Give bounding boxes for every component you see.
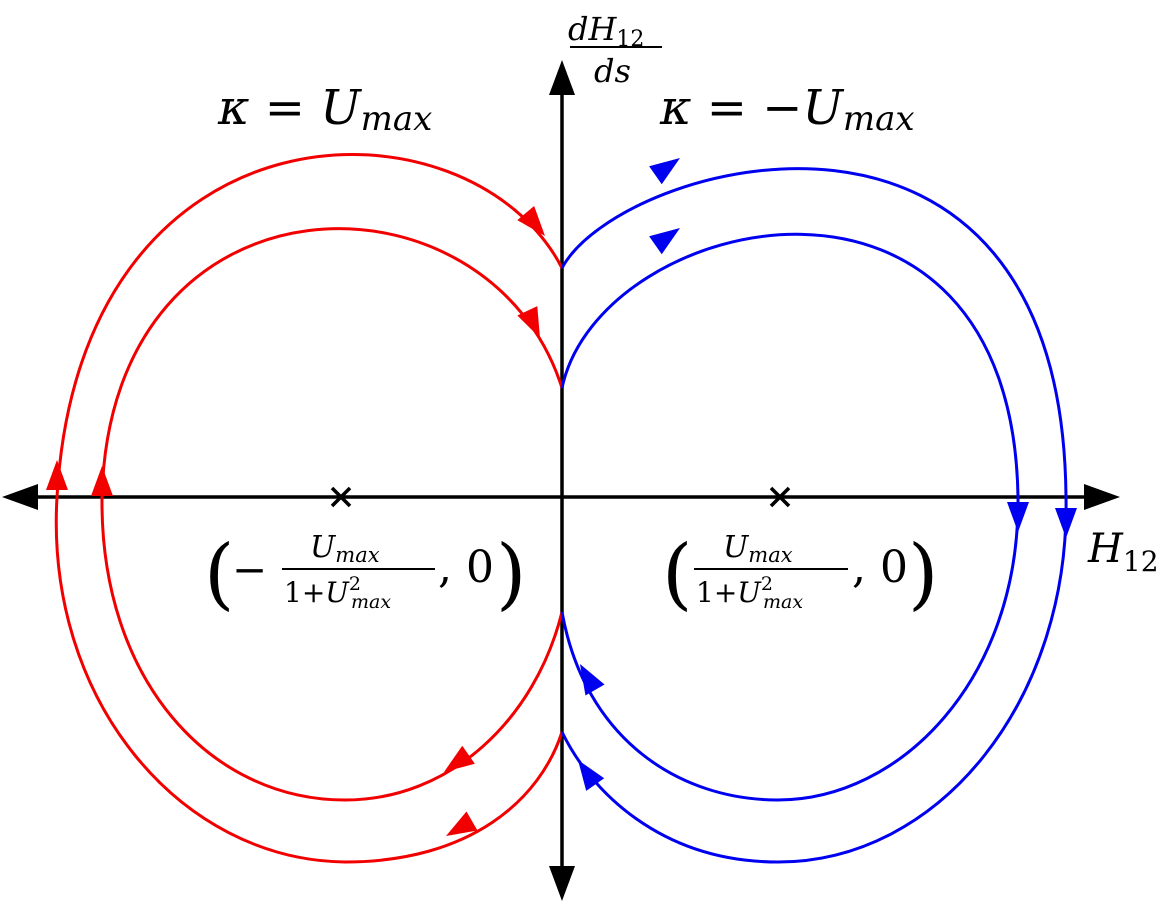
left-inner-arrow-top	[517, 306, 540, 338]
svg-text:ds: ds	[594, 52, 631, 90]
left-inner-trajectory	[100, 227, 564, 802]
left-critical-point-marker	[330, 486, 352, 508]
right-inner-trajectory	[560, 232, 1020, 802]
left-inner-arrow-axis	[91, 466, 113, 496]
x-axis-label: H12	[1087, 526, 1159, 578]
y-axis-arrow-up	[549, 60, 575, 95]
left-outer-trajectory	[54, 153, 564, 864]
right-outer-trajectory	[560, 167, 1068, 864]
right-critical-point-marker	[769, 486, 791, 508]
y-axis-arrow-down	[549, 866, 575, 901]
right-outer-arrow-top	[649, 158, 680, 185]
svg-text:dH12: dH12	[568, 10, 644, 52]
svg-text:, 0: , 0	[438, 542, 494, 593]
left-outer-arrow-top	[517, 205, 545, 236]
right-outer-arrow-axis	[1055, 508, 1077, 538]
left-family-label: κ = Umax	[217, 80, 432, 139]
svg-text:Umax: Umax	[723, 530, 793, 567]
svg-text:): )	[496, 529, 526, 619]
svg-text:, 0: , 0	[852, 542, 908, 593]
left-inner-arrow-bottom	[444, 745, 475, 772]
y-axis-label: dH12 ds	[568, 10, 662, 90]
right-inner-arrow-top	[649, 228, 680, 255]
left-outer-arrow-axis	[46, 460, 68, 490]
axes	[2, 60, 1120, 901]
right-family-label: κ = −Umax	[659, 80, 915, 139]
svg-text:(: (	[204, 529, 234, 619]
svg-text:−: −	[232, 545, 267, 594]
x-axis-arrow-left	[2, 484, 38, 510]
right-inner-arrow-axis	[1007, 502, 1029, 532]
right-trajectories	[560, 158, 1077, 864]
svg-text:Umax: Umax	[310, 530, 380, 567]
right-inner-arrow-bottom	[580, 664, 605, 696]
svg-text:(: (	[662, 529, 692, 619]
right-outer-arrow-bottom	[578, 760, 605, 791]
left-outer-arrow-bottom	[446, 811, 478, 836]
svg-text:): )	[908, 529, 938, 619]
x-axis-arrow-right	[1084, 484, 1120, 510]
left-trajectories	[46, 153, 564, 864]
